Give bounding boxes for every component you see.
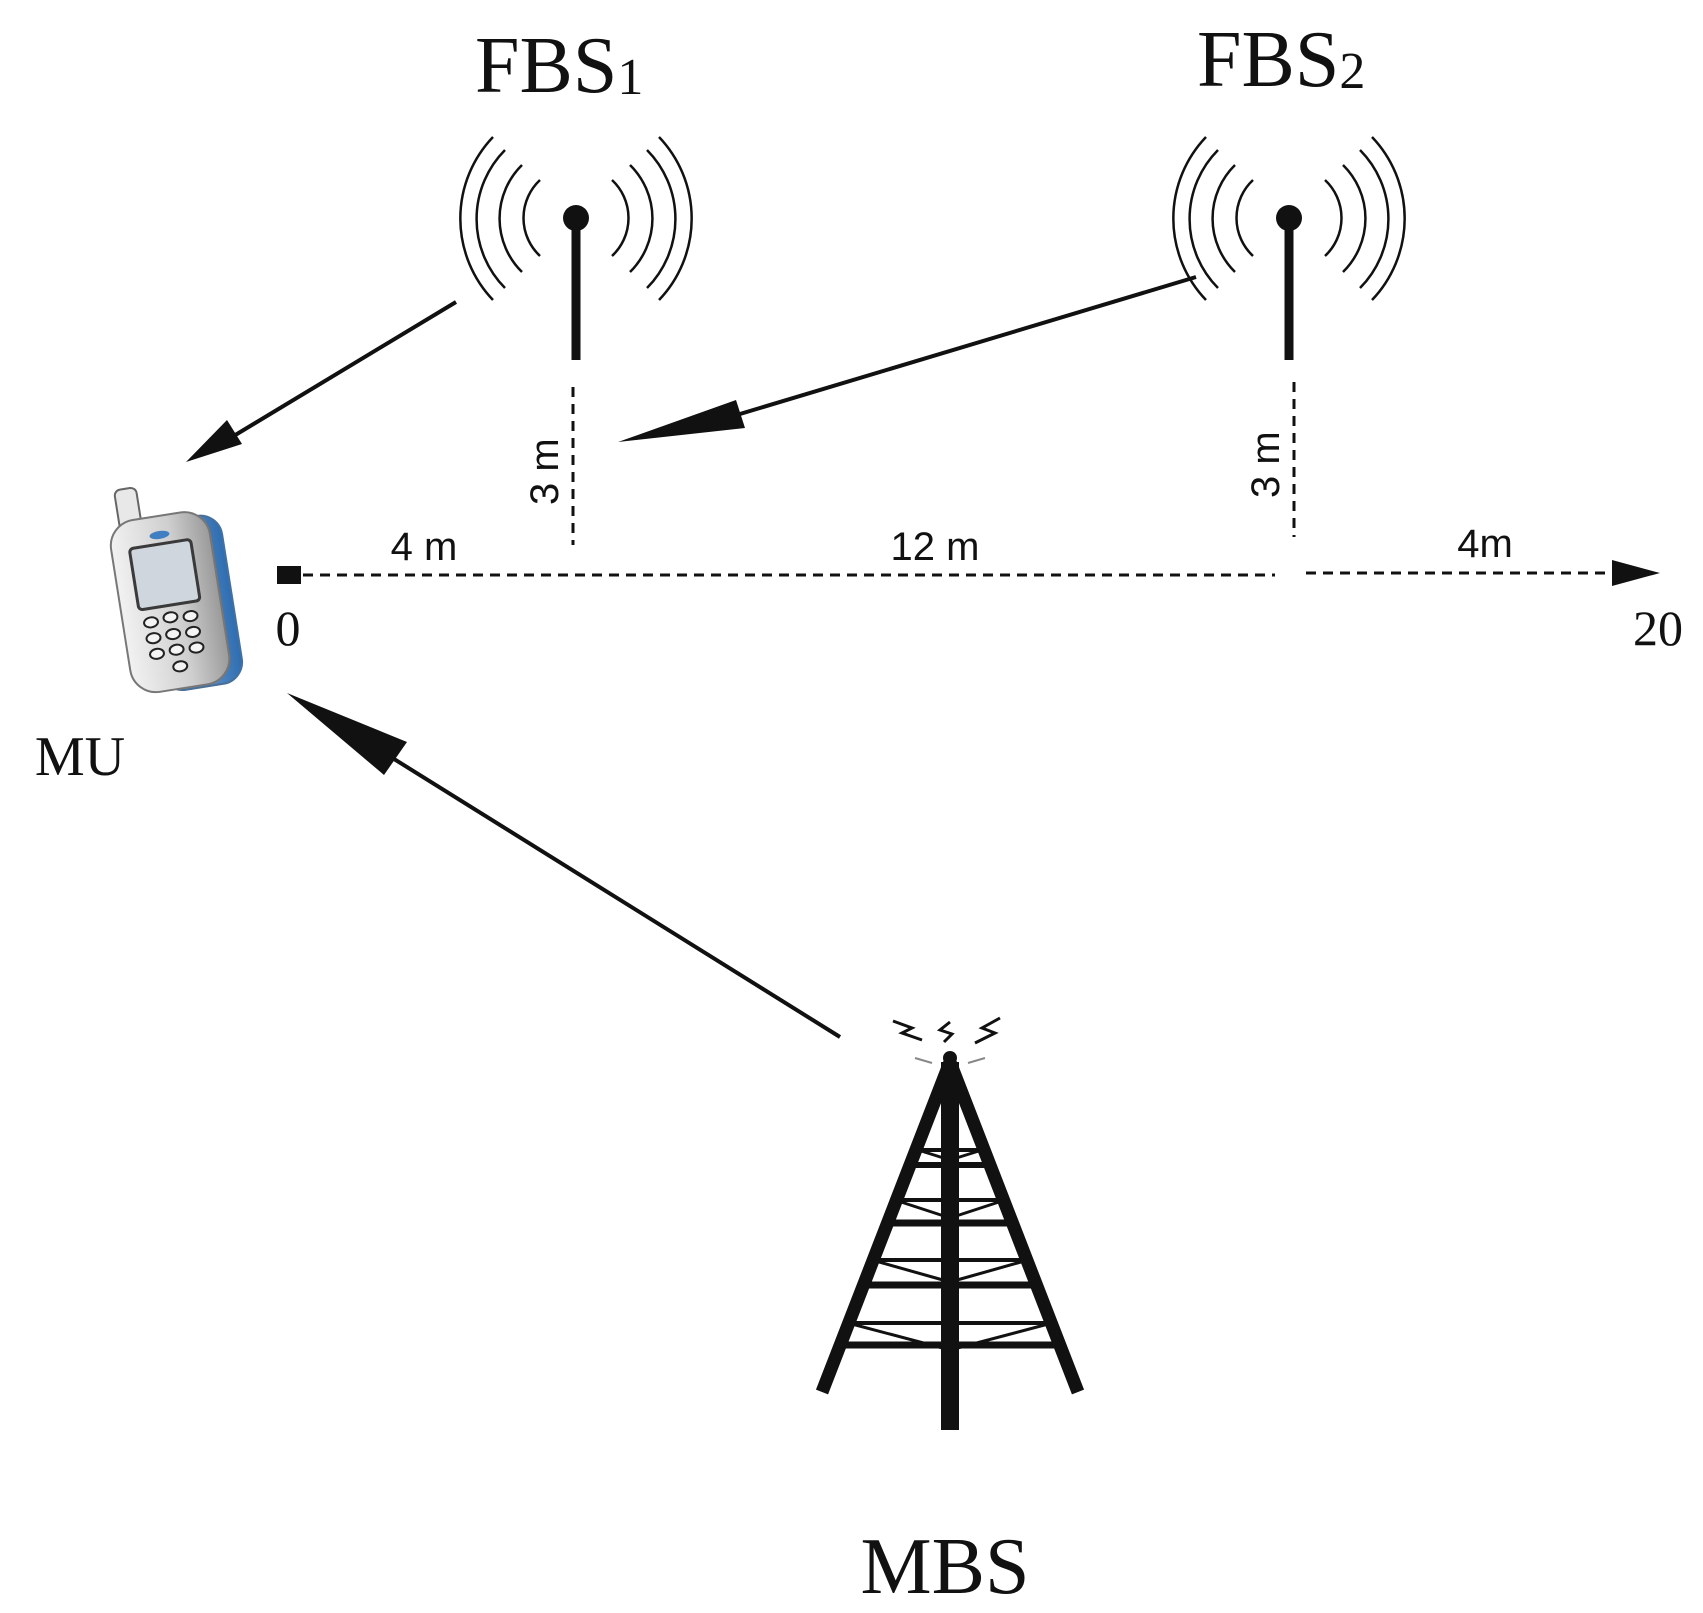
- fbs1-height-label: 3 m: [523, 438, 567, 505]
- mu-label: MU: [35, 726, 125, 788]
- antenna-icon: [459, 136, 693, 360]
- fbs2-to-axis-arrow: [618, 275, 1197, 442]
- left-segment-label: 4 m: [391, 525, 458, 569]
- cell-tower-icon: [815, 1016, 1085, 1430]
- fbs1-label: FBS1: [475, 22, 643, 110]
- mbs-label: MBS: [861, 1523, 1030, 1611]
- origin-marker: [277, 566, 301, 584]
- axis-start-label: 0: [276, 600, 301, 656]
- fbs2-label: FBS2: [1197, 16, 1365, 104]
- fbs1-to-mu-arrow: [186, 300, 458, 462]
- mbs-to-mu-arrow: [287, 693, 842, 1039]
- axis-end-label: 20: [1633, 600, 1683, 656]
- right-segment-label: 4m: [1457, 522, 1513, 566]
- middle-segment-label: 12 m: [891, 525, 980, 569]
- antenna-icon: [1172, 136, 1406, 360]
- mobile-phone-icon: [109, 486, 244, 694]
- fbs2-height-label: 3 m: [1244, 431, 1288, 498]
- axis-arrowhead: [1612, 560, 1660, 586]
